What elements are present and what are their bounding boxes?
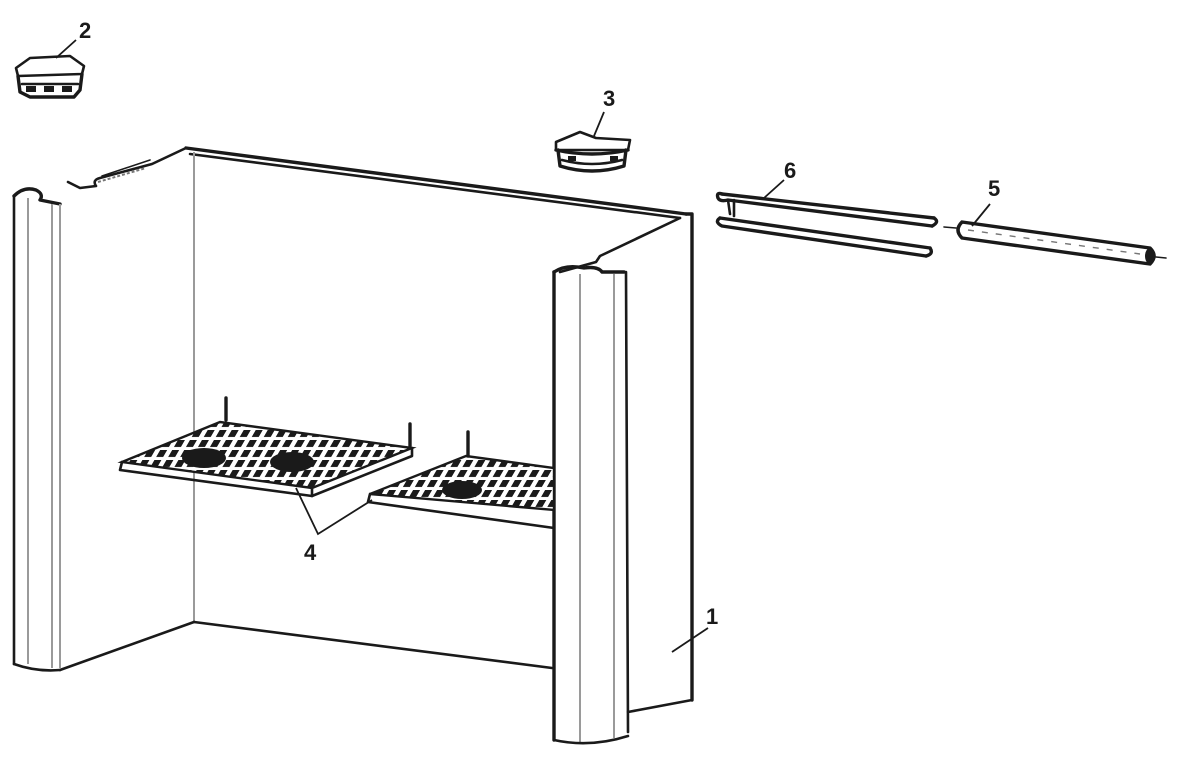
grate-shelves bbox=[117, 396, 556, 536]
enclosure-body bbox=[12, 146, 709, 745]
callout-5: 5 bbox=[988, 176, 1000, 201]
u-shaped-pin bbox=[715, 179, 939, 258]
callout-1: 1 bbox=[706, 604, 718, 629]
rod bbox=[943, 203, 1167, 266]
round-end-cap bbox=[554, 111, 632, 173]
callout-4: 4 bbox=[304, 540, 317, 565]
callout-2: 2 bbox=[79, 18, 91, 43]
square-end-cap bbox=[14, 39, 86, 99]
callout-3: 3 bbox=[603, 86, 615, 111]
callout-6: 6 bbox=[784, 158, 796, 183]
